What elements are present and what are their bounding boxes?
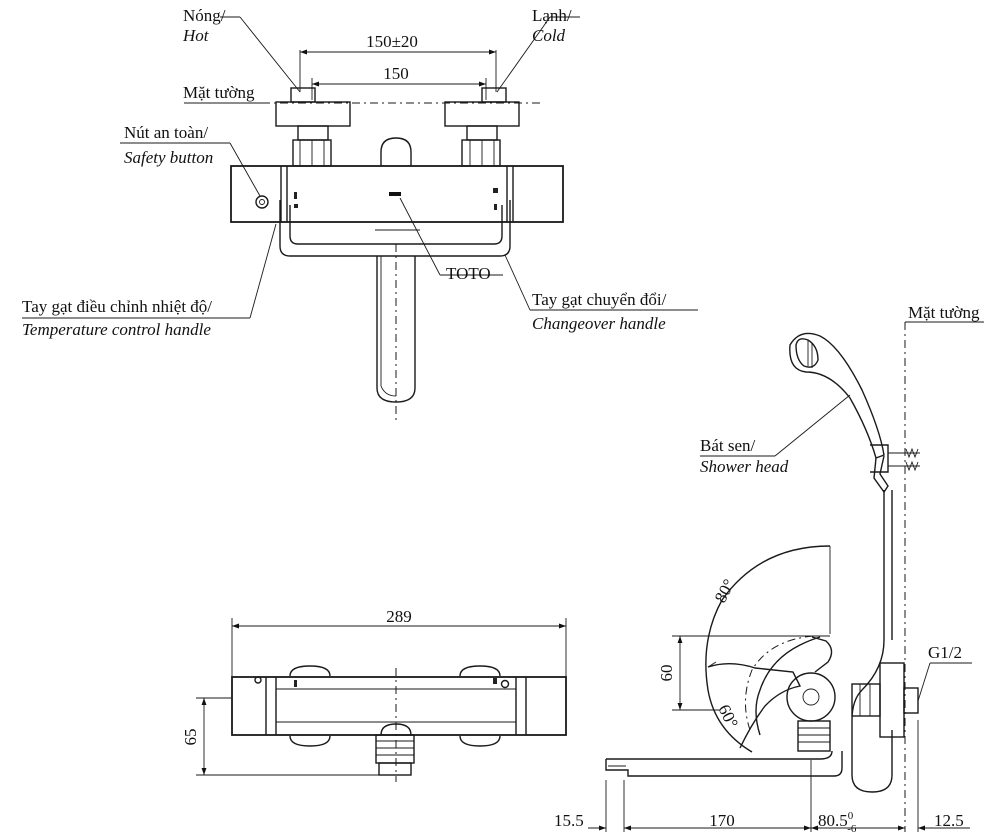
dim-60-label: 60 <box>657 665 676 682</box>
wall-label-side: Mặt tường <box>908 303 980 322</box>
shower-label-vi: Bát sen/ <box>700 436 756 455</box>
shower-label-en: Shower head <box>700 457 789 476</box>
temp-label-vi: Tay gạt điều chỉnh nhiệt độ/ <box>22 297 212 316</box>
dim-170-label: 170 <box>709 811 735 830</box>
hot-label-vi: Nóng/ <box>183 6 226 25</box>
hot-label-en: Hot <box>182 26 210 45</box>
front-view: 289 65 <box>181 607 567 782</box>
toto-logo-mark <box>389 192 401 196</box>
side-view: Mặt tường <box>554 303 984 835</box>
safety-label-en: Safety button <box>124 148 213 167</box>
dim-15-5-label: 15.5 <box>554 811 584 830</box>
shower-hose <box>851 490 893 793</box>
valve-body-side <box>786 672 836 722</box>
changeover-label-en: Changeover handle <box>532 314 666 333</box>
temp-label-en: Temperature control handle <box>22 320 211 339</box>
wall-flange <box>879 662 905 738</box>
cold-label-vi: Lạnh/ <box>532 6 572 25</box>
changeover-knob <box>380 137 412 166</box>
hot-inlet <box>275 87 351 167</box>
changeover-label-vi: Tay gạt chuyển đổi/ <box>532 290 667 309</box>
dim-65-label: 65 <box>181 729 200 746</box>
handle-bar-outer <box>279 200 511 257</box>
cold-inlet <box>444 87 520 167</box>
safety-label-vi: Nút an toàn/ <box>124 123 208 142</box>
swing-arc-outer <box>705 545 831 753</box>
brand-label: TOTO <box>446 264 491 283</box>
spout-side <box>605 750 843 777</box>
dim-150-label: 150 <box>383 64 409 83</box>
thread-label: G1/2 <box>928 643 962 662</box>
shower-head <box>789 332 889 494</box>
valve-body-top <box>230 165 564 223</box>
dim-80-5-label: 80.50-6 <box>818 810 857 835</box>
angle-80-label: 80° <box>711 576 739 606</box>
dim-150-20-label: 150±20 <box>366 32 418 51</box>
dim-12-5-label: 12.5 <box>934 811 964 830</box>
shower-bracket <box>870 444 920 473</box>
wall-label-top: Mặt tường <box>183 83 255 102</box>
top-view: 150±20 150 <box>22 6 698 422</box>
safety-button <box>255 195 269 209</box>
cold-label-en: Cold <box>532 26 566 45</box>
angle-60-label: 60° <box>714 701 742 731</box>
dim-289-label: 289 <box>386 607 412 626</box>
